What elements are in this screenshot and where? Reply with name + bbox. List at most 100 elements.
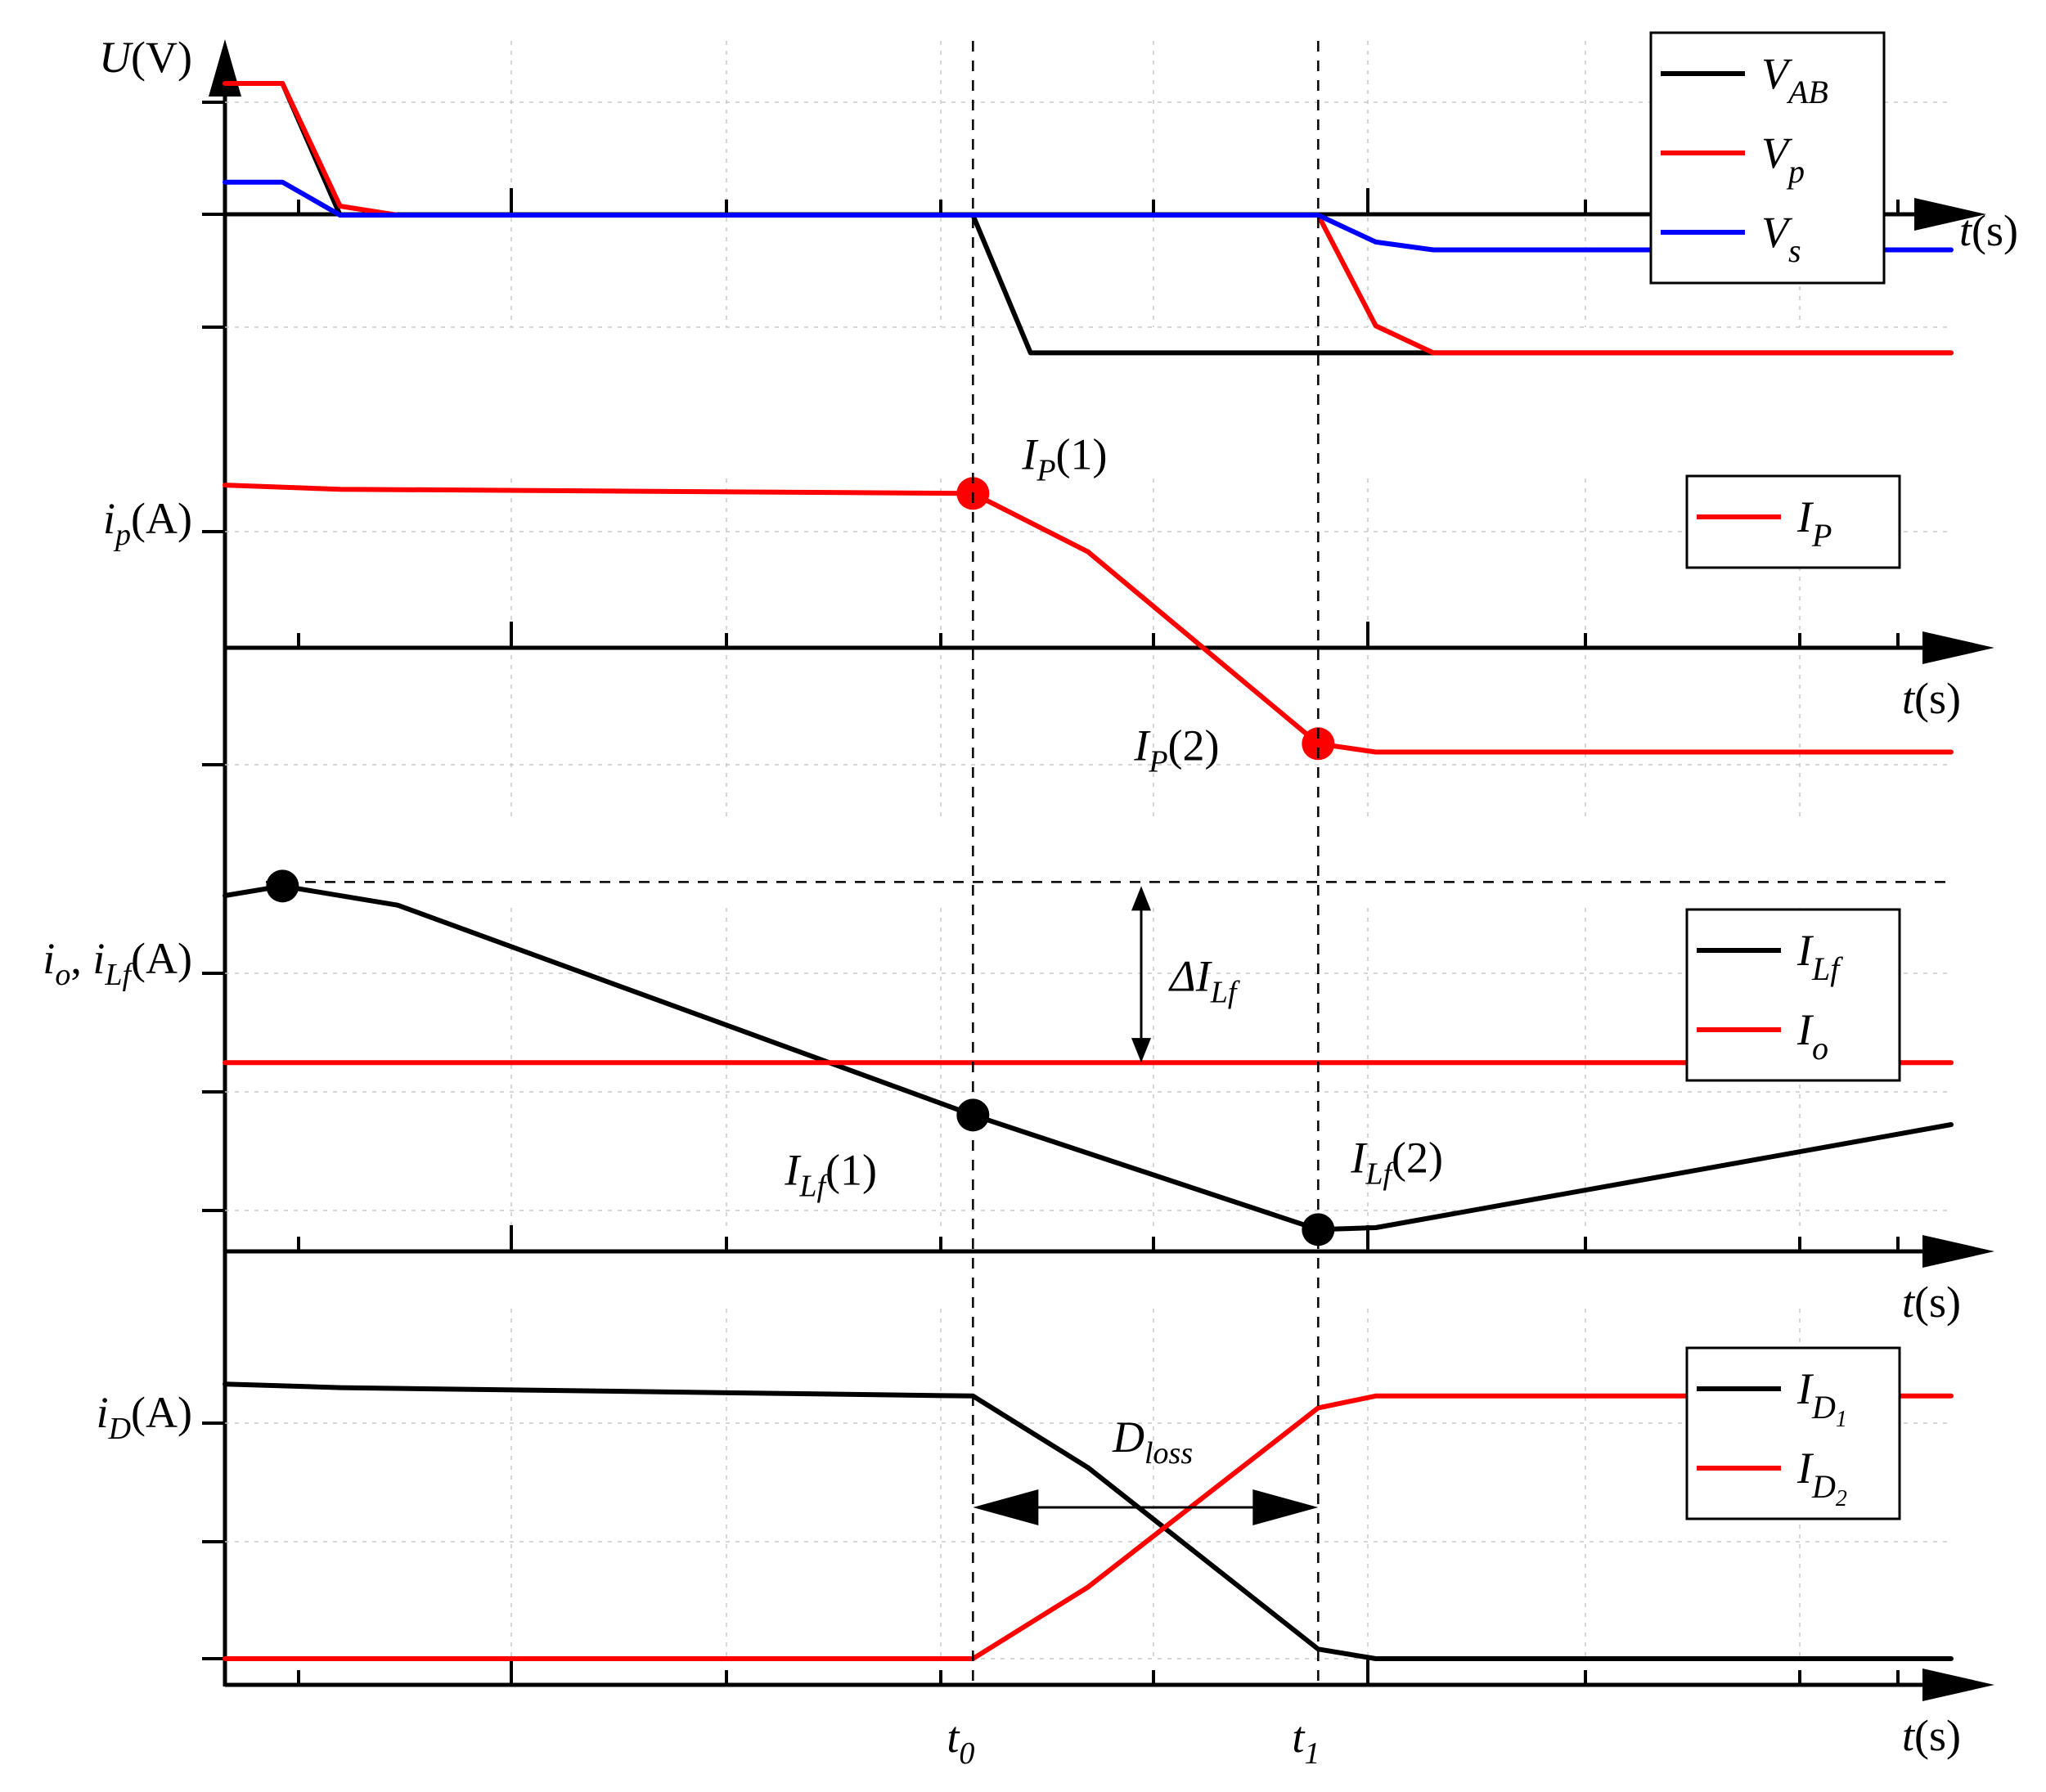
legend-label-main: I [1796,492,1814,541]
legend-label-main: I [1796,1444,1814,1493]
series-line-3 [223,179,1954,253]
legend-label: Vp [1761,128,1805,190]
series-line-2 [223,1393,1954,1661]
y-axis-label-sub: D [108,1412,131,1446]
x-axis-arrow [1922,631,1994,664]
y-axis-label-unit: (A) [131,1388,192,1437]
legend-label-sub: D [1811,1389,1836,1426]
y-axis-label: io, iLf(A) [43,934,192,992]
x-tick-label: t0 [947,1713,974,1771]
x-tick-label-sub: 0 [959,1736,974,1771]
y-axis-label-var: i [103,494,115,543]
x-axis-label-unit: (s) [1914,674,1961,723]
x-axis-label-var: t [1959,206,1973,255]
x-axis-label-var: t [1902,1711,1916,1760]
marker-label-main: I [784,1145,802,1194]
x-axis-label: t(s) [1902,1278,1961,1327]
marker-label-sub: Lf [1365,1156,1395,1191]
marker-label-main: I [1350,1133,1368,1182]
dloss-label: Dloss [1112,1412,1193,1471]
legend-label: VAB [1761,49,1828,110]
legend-label: Io [1796,1005,1828,1067]
y-axis-label-sep: , [70,934,92,983]
legend-label-main: I [1796,1005,1814,1054]
marker-label-main: I [1021,429,1039,478]
y-axis-label-unit: (A) [131,934,192,983]
data-marker [266,869,299,903]
y-axis-label: U(V) [99,33,192,82]
marker-label: ILf(2) [1350,1133,1443,1191]
marker-label: IP(2) [1133,721,1219,779]
y-axis-label-sub: Lf [104,958,134,992]
marker-label-tail: (1) [825,1145,877,1194]
marker-label-sub: P [1148,744,1167,779]
data-marker [956,1098,990,1132]
legend-box [1685,1346,1901,1520]
delta-arrow-head-up [1131,886,1151,911]
marker-label-sub: P [1036,453,1055,487]
delta-label-sub: Lf [1210,975,1240,1009]
marker-label: ILf(1) [784,1145,877,1203]
legend-label-sub: AB [1786,74,1828,110]
legend-label-main: V [1761,208,1793,257]
marker-label-main: I [1133,721,1151,770]
y-axis-arrow [209,39,241,97]
dloss-label-sub: loss [1144,1436,1193,1471]
marker-label-tail: (1) [1056,429,1108,478]
legend-label-sub: D [1811,1468,1836,1505]
y-axis-label-var: i [92,934,105,983]
x-axis-label: t(s) [1902,1711,1961,1760]
y-axis-label: iD(A) [97,1388,192,1446]
x-axis-label: t(s) [1902,674,1961,723]
series-line-1 [223,1381,1954,1661]
x-tick-label-sub: 1 [1304,1736,1320,1771]
data-marker [1302,727,1335,761]
legend-label-subsub: 1 [1836,1407,1847,1432]
delta-label-main: ΔI [1168,951,1213,1000]
legend-label-main: I [1796,1364,1814,1413]
legend-label: Vs [1761,208,1801,269]
y-axis-label-var: U [99,33,133,82]
x-axis-label-unit: (s) [1914,1278,1961,1327]
series-line-1 [223,483,1954,755]
legend-label-main: V [1761,128,1793,177]
legend-label-sub: p [1786,153,1805,190]
legend-label: ID2 [1796,1444,1847,1511]
x-tick-label-main: t [1292,1713,1306,1762]
x-axis-label-var: t [1902,1278,1916,1327]
x-tick-label: t1 [1292,1713,1320,1771]
x-axis-label-var: t [1902,674,1916,723]
legend-label-subsub: 2 [1836,1486,1847,1511]
y-axis-label-pre-sub: o [55,958,70,992]
x-tick-label-main: t [947,1713,960,1762]
y-axis-label-unit: (A) [131,494,192,543]
legend-label: ILf [1796,926,1843,987]
delta-arrow-head-down [1131,1038,1151,1063]
marker-label-tail: (2) [1392,1133,1443,1182]
y-axis-label: ip(A) [103,494,192,552]
legend-label-sub: Lf [1811,950,1843,987]
data-marker [1302,1213,1335,1246]
x-axis-label-unit: (s) [1972,206,2018,255]
legend-label-sub: s [1788,232,1801,269]
marker-label-sub: Lf [798,1169,829,1203]
dloss-arrow-right [1252,1489,1319,1525]
legend-label: IP [1796,492,1832,554]
y-axis-label-pre: i [43,934,55,983]
dloss-label-main: D [1112,1412,1144,1462]
x-axis-arrow [1922,1235,1994,1268]
dloss-arrow-left [973,1489,1039,1525]
legend: IP [1685,474,1901,569]
legend-label-main: V [1761,49,1793,98]
legend-box [1685,474,1901,569]
legend-box [1685,908,1901,1082]
x-axis-arrow [1914,198,1986,231]
